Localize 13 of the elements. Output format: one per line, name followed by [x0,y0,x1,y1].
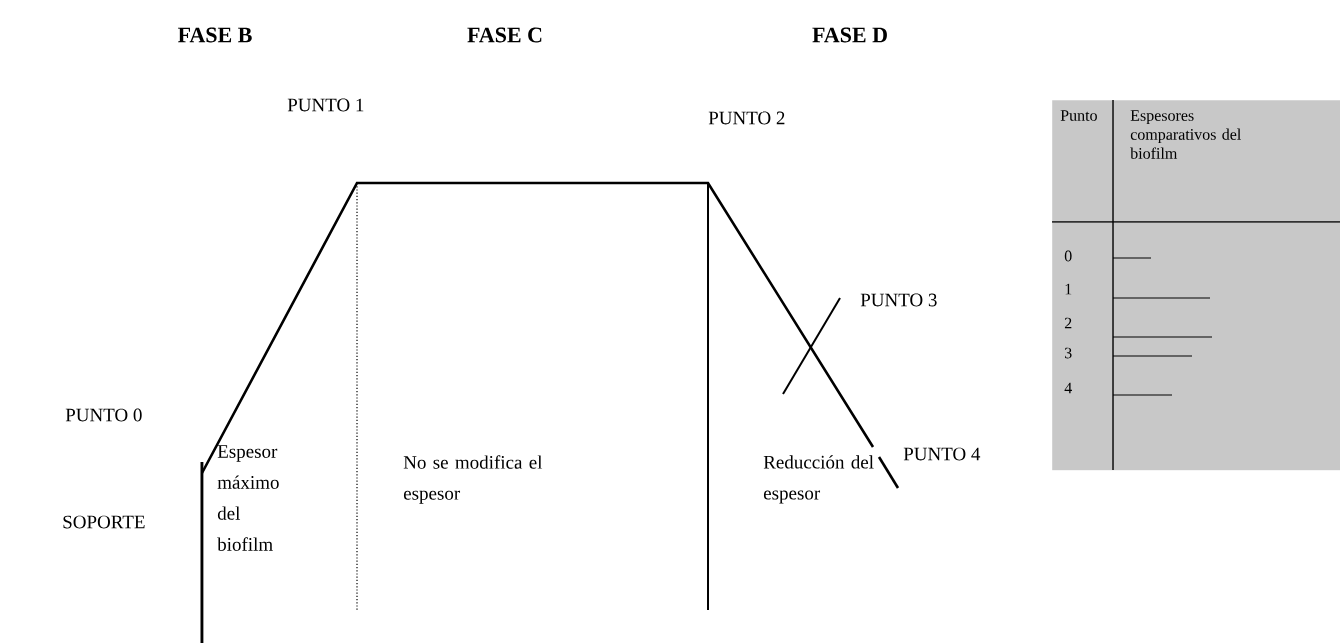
point-label: PUNTO 1 [287,98,364,112]
phase-heading: FASE C [467,27,542,43]
point-label: PUNTO 4 [903,447,981,461]
support-label: SOPORTE [63,515,145,529]
region-note: No se modifica el espesor [403,455,543,504]
point-label: PUNTO 2 [708,111,785,125]
phase-heading: FASE B [178,27,252,43]
region-note: Reducción del espesor [763,455,874,504]
point-label: PUNTO 3 [860,293,937,307]
phase-heading: FASE D [812,27,887,43]
region-note: Espesor máximo del biofilm [217,445,279,551]
table-box: Punto Espesores comparativos del biofilm 0 1 2 3 4 [1051,99,1340,471]
point-label: PUNTO 0 [65,408,142,422]
